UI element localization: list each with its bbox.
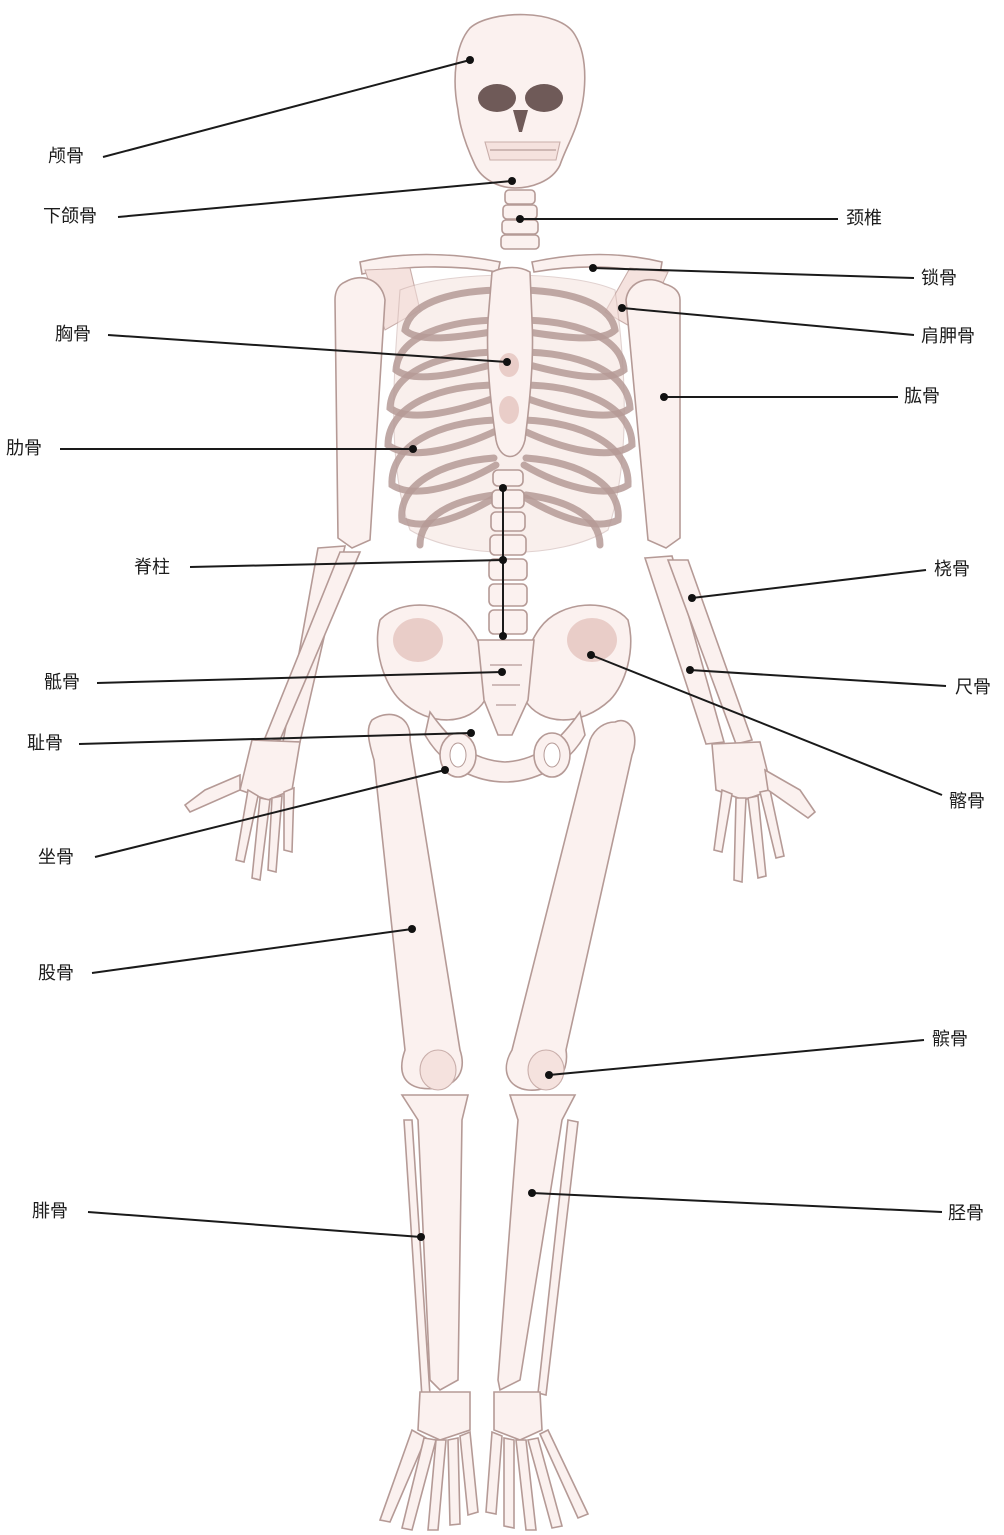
label-spine: 脊柱 (134, 557, 170, 579)
label-rib: 肋骨 (6, 438, 42, 460)
dot-clavicle (589, 264, 597, 272)
label-skull: 颅骨 (48, 146, 84, 168)
label-scapula: 肩胛骨 (921, 326, 975, 348)
legs-drawing (368, 714, 634, 1530)
label-fibula: 腓骨 (32, 1201, 68, 1223)
label-mandible: 下颌骨 (43, 206, 97, 228)
leader-skull (103, 60, 470, 157)
dot-patella (545, 1071, 553, 1079)
leader-patella (549, 1040, 924, 1075)
leader-radius (692, 570, 926, 598)
dot-spine-top (499, 484, 507, 492)
label-ischium: 坐骨 (38, 847, 74, 869)
dot-ischium (441, 766, 449, 774)
dot-fibula (417, 1233, 425, 1241)
label-humerus: 肱骨 (904, 386, 940, 408)
ribcage-drawing (388, 268, 632, 553)
dot-femur (408, 925, 416, 933)
label-radius: 桡骨 (934, 559, 970, 581)
label-ulna: 尺骨 (955, 677, 991, 699)
label-cervical: 颈椎 (846, 208, 882, 230)
dot-pubis (467, 729, 475, 737)
leader-femur (92, 929, 412, 973)
label-sacrum: 骶骨 (44, 672, 80, 694)
dot-spine (499, 556, 507, 564)
dot-skull (466, 56, 474, 64)
dot-cervical (516, 215, 524, 223)
dot-sternum (503, 358, 511, 366)
label-femur: 股骨 (38, 963, 74, 985)
dot-scapula (618, 304, 626, 312)
label-ilium: 髂骨 (949, 791, 985, 813)
label-sternum: 胸骨 (55, 324, 91, 346)
spine-drawing (489, 470, 527, 634)
leader-tibia (532, 1193, 942, 1212)
dot-humerus (660, 393, 668, 401)
dot-radius (688, 594, 696, 602)
skull-drawing (455, 15, 585, 188)
dot-mandible (508, 177, 516, 185)
dot-rib (409, 445, 417, 453)
leader-fibula (88, 1212, 421, 1237)
label-clavicle: 锁骨 (921, 268, 957, 290)
dot-ulna (686, 666, 694, 674)
dot-tibia (528, 1189, 536, 1197)
dot-ilium (587, 651, 595, 659)
dot-spine-bottom (499, 632, 507, 640)
leader-mandible (118, 181, 512, 217)
label-pubis: 耻骨 (27, 733, 63, 755)
label-patella: 髌骨 (932, 1029, 968, 1051)
label-tibia: 胫骨 (948, 1203, 984, 1225)
dot-sacrum (498, 668, 506, 676)
